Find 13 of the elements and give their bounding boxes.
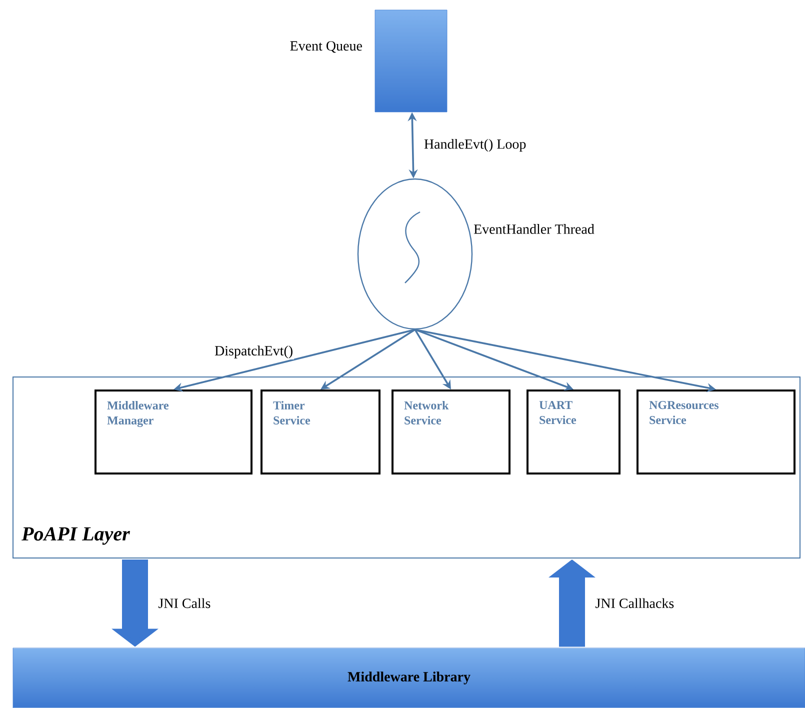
edge-label: JNI Callhacks (594, 597, 676, 610)
edge-label: DispatchEvt() (214, 344, 294, 360)
edge-label: JNI Calls (157, 597, 212, 610)
service-box: UART Service (526, 389, 620, 474)
service-box: NGResources Service (636, 389, 796, 474)
service-box: Middleware Manager (94, 389, 252, 474)
library-bar: Middleware Library (12, 648, 805, 708)
queue-label: Event Queue (290, 41, 362, 53)
service-box: Timer Service (260, 389, 380, 474)
service-box: Network Service (392, 389, 510, 474)
edge-label: HandleEvt() Loop (422, 138, 528, 153)
thread-label: EventHandler Thread (474, 224, 594, 234)
layer-title: PoAPI Layer (22, 527, 130, 545)
